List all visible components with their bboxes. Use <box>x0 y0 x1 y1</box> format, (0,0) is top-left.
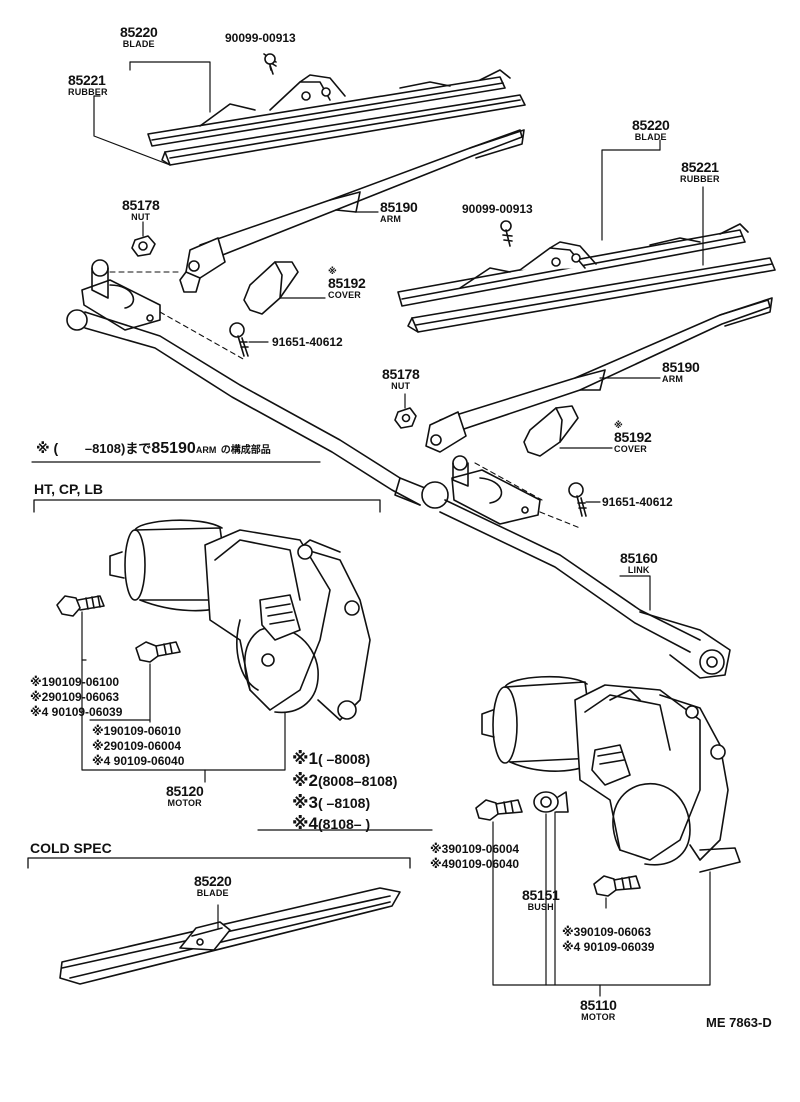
cold-spec-blade <box>59 887 401 985</box>
label-screw-a: 90099-00913 <box>225 31 296 45</box>
cover-left <box>243 261 299 315</box>
wiper-arm-left <box>179 129 525 293</box>
cold-spec-bracket <box>27 857 411 869</box>
legend-item-4: ※4(8108– ) <box>292 814 371 833</box>
section-ht-cp-lb: HT, CP, LB <box>34 481 103 497</box>
dash-right-2 <box>539 511 581 529</box>
dash-right-1 <box>474 462 543 501</box>
motor-b <box>481 675 741 873</box>
legend-item-2: ※2(8008–8108) <box>292 771 398 790</box>
label-bolt-a: 91651-40612 <box>272 335 343 349</box>
motor-b-screws <box>475 791 641 897</box>
construction-note: ※ ( –8108)まで85190ARM の構成部品 <box>36 440 271 457</box>
motor-a-parts-group1: ※190109-06100 ※290109-06063 ※4 90109-060… <box>30 675 123 719</box>
pivot-right <box>451 455 541 525</box>
motor-a <box>109 519 371 721</box>
blade-assembly-right <box>397 220 776 333</box>
blade-assembly-left <box>147 53 526 166</box>
wiper-arm-right <box>425 297 773 453</box>
bolt-right <box>568 482 587 517</box>
cover-right <box>523 405 579 457</box>
label-bolt-b: 91651-40612 <box>602 495 673 509</box>
motor-b-parts-group2: ※390109-06063 ※4 90109-06039 <box>562 925 655 954</box>
nut-left <box>131 235 156 257</box>
diagram-code: ME 7863-D <box>706 1015 772 1030</box>
leader-lines-right-blade <box>601 139 704 266</box>
leader-lines-motor-a <box>81 611 286 783</box>
pivot-left <box>81 259 161 331</box>
nut-right <box>394 407 417 429</box>
section-cold-spec: COLD SPEC <box>30 840 112 856</box>
leader-lines-motor-b <box>492 811 711 997</box>
leader-link <box>619 575 651 611</box>
motor-b-parts-group1: ※390109-06004 ※490109-06040 <box>430 842 520 871</box>
legend-item-3: ※3( –8108) <box>292 793 371 812</box>
dash-left-2 <box>159 311 246 361</box>
leader-lines-left-blade <box>93 61 211 166</box>
ht-cp-lb-bracket <box>33 499 381 513</box>
wiper-linkage <box>66 309 731 679</box>
motor-a-screws <box>56 595 181 663</box>
label-screw-b: 90099-00913 <box>462 202 533 216</box>
motor-a-parts-group2: ※190109-06010 ※290109-06004 ※4 90109-060… <box>92 724 185 768</box>
legend-item-1: ※1( –8008) <box>292 749 371 768</box>
bolt-left <box>229 322 249 357</box>
